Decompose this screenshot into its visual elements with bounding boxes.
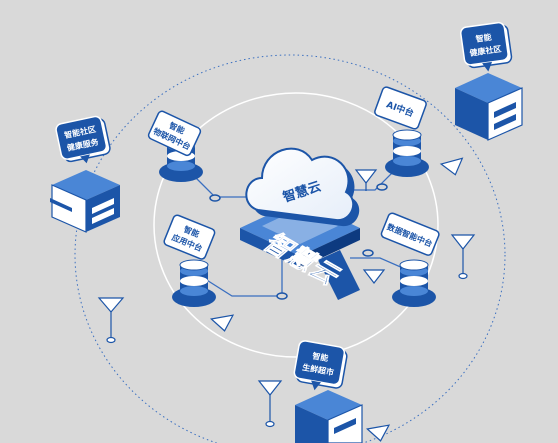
building-fresh-market: [295, 390, 363, 443]
inner-orbit-ring: [153, 92, 439, 358]
connector-nodes: [209, 183, 388, 300]
center-cloud-icon: 智慧云: [245, 147, 360, 227]
platform-application: [172, 259, 216, 307]
building-fresh-market-label-1: 智能: [312, 350, 329, 363]
flag-icon: [209, 314, 235, 332]
platform-ai: [385, 129, 429, 177]
flag-icon: [257, 380, 283, 428]
platform-ai-sign: AI中台: [374, 86, 427, 130]
platform-data-intelligence-sign: 数据智能中台: [380, 212, 440, 256]
signal-flags: [97, 157, 476, 442]
building-health-community: [455, 73, 523, 141]
building-health-community-sign: 智能 健康社区: [460, 21, 513, 72]
flag-icon: [439, 157, 464, 176]
flag-icon: [97, 297, 125, 344]
flag-icon: [362, 269, 386, 284]
building-health-community-label-2: 健康社区: [469, 44, 502, 58]
building-community-health-sign: 智能社区 健康服务: [55, 115, 111, 164]
flag-icon: [450, 234, 476, 280]
outer-orbit-ring: [74, 54, 506, 443]
flag-icon: [354, 169, 378, 191]
platform-application-sign: 智能 应用中台: [163, 214, 216, 260]
building-community-health: [50, 170, 120, 233]
flag-icon: [365, 424, 391, 442]
building-fresh-market-sign: 智能 生鲜超市: [293, 340, 348, 391]
building-health-community-label-1: 智能: [475, 32, 492, 44]
platform-data-intelligence: [392, 259, 436, 307]
